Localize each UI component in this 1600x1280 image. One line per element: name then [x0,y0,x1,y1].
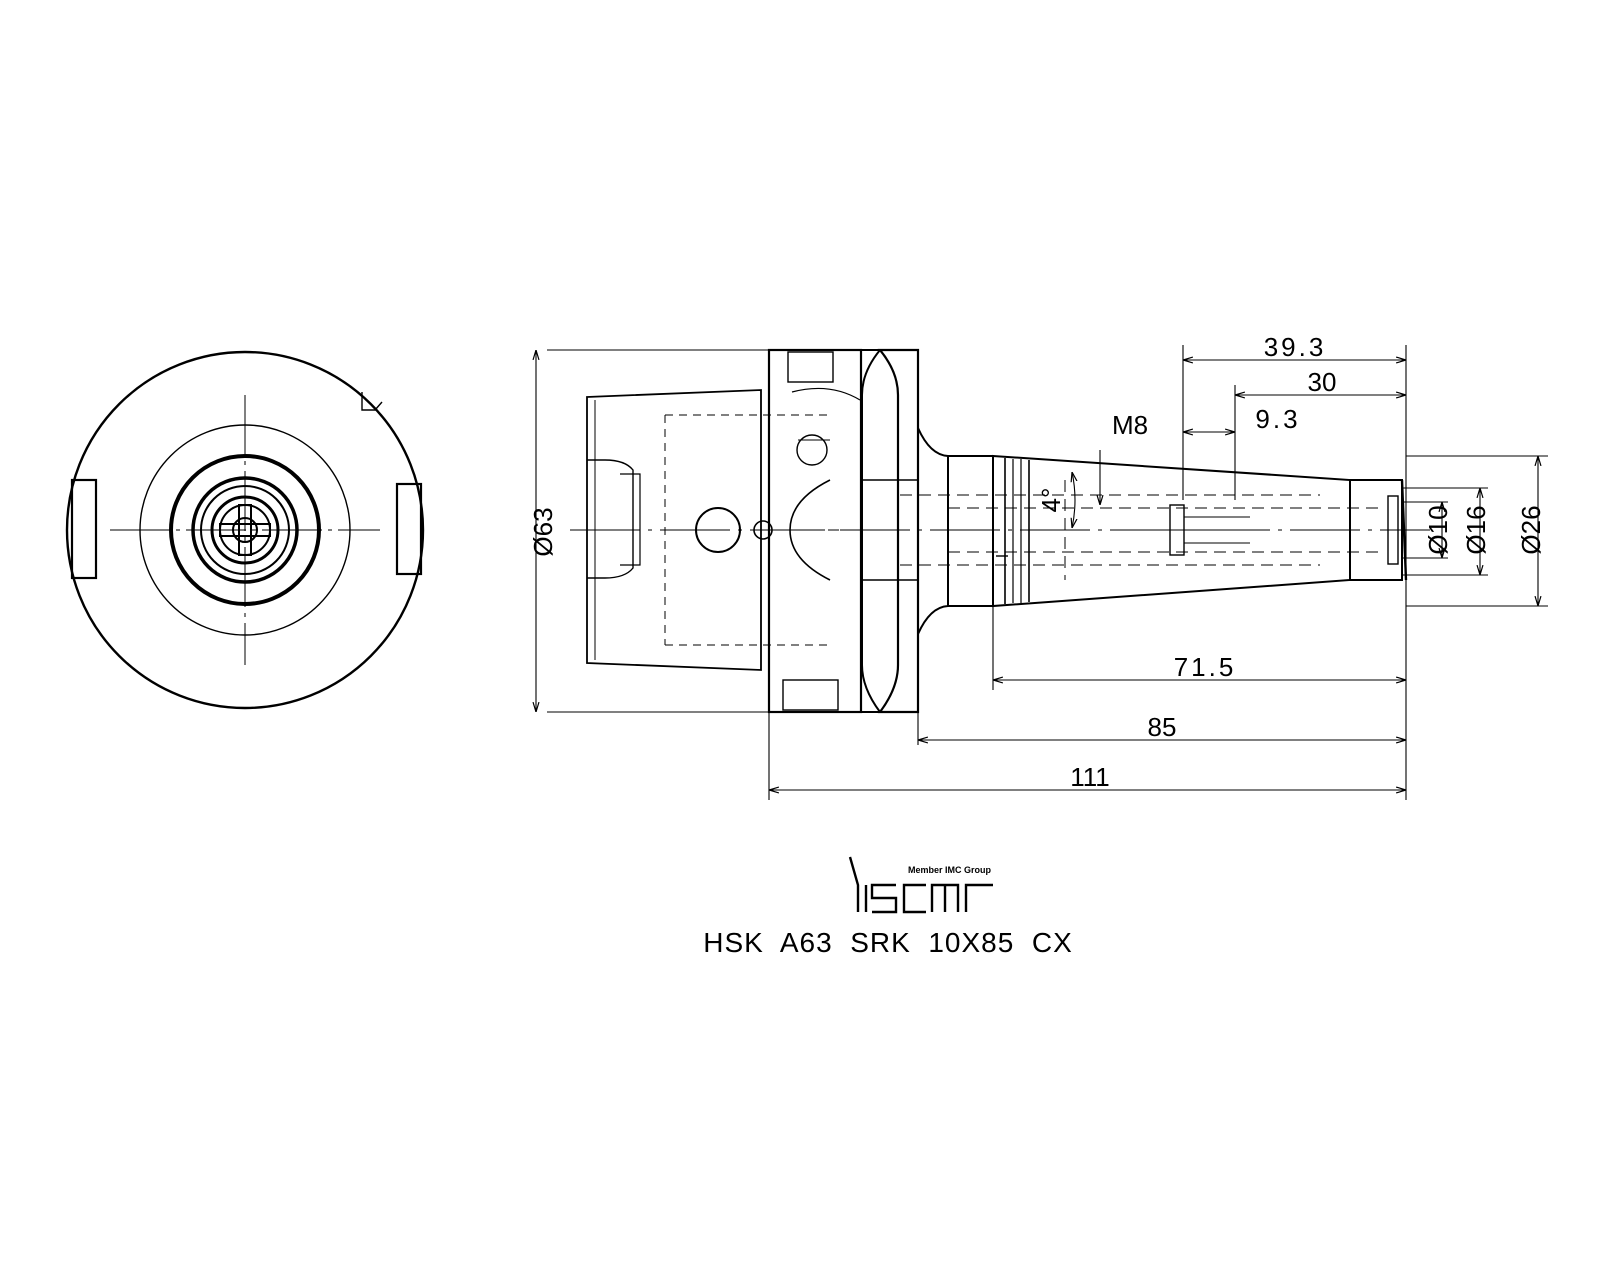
dim-nose-large-dia: Ø26 [1516,505,1546,554]
end-view [65,350,425,710]
dim-overall-length: 111 [1070,762,1110,792]
dim-9-3: 9.3 [1255,404,1300,434]
dim-39-3: 39.3 [1264,332,1327,362]
dim-taper-angle: 4° [1036,488,1066,513]
dim-nose-small-dia: Ø16 [1461,505,1491,554]
dim-taper-length: 71.5 [1174,652,1237,682]
dimension-labels: Ø63 111 85 71.5 39.3 30 9.3 M8 4° Ø10 Ø1… [528,332,1546,792]
dim-gauge-to-nose: 85 [1148,712,1177,742]
brand-tagline: Member IMC Group [908,865,992,875]
dim-flange-dia: Ø63 [528,507,558,556]
brand-logo [848,856,993,914]
dim-bore-dia: Ø10 [1423,505,1453,554]
dimension-lines [536,345,1548,800]
dim-thread: M8 [1112,410,1148,440]
dim-30: 30 [1308,367,1337,397]
part-code: HSK A63 SRK 10X85 CX [703,927,1073,958]
side-view [570,348,1430,714]
